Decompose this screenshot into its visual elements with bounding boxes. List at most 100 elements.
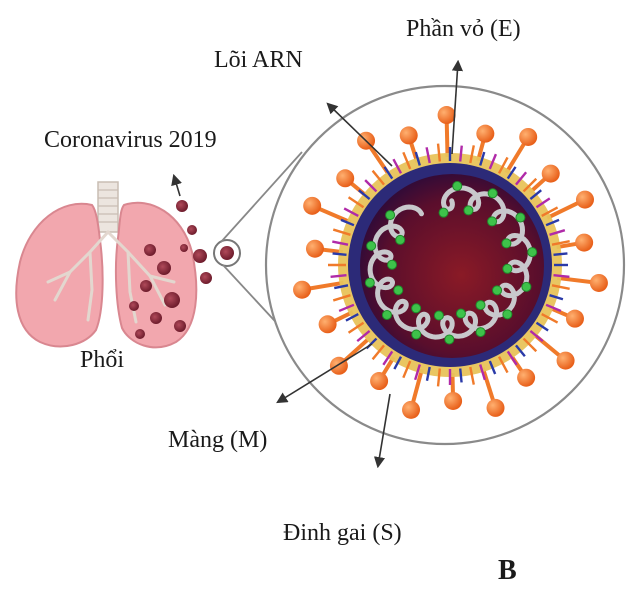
bronchi bbox=[46, 230, 176, 324]
envelope-tick bbox=[340, 218, 355, 227]
spike-head bbox=[399, 126, 418, 145]
spike-head bbox=[517, 368, 536, 387]
envelope-tick bbox=[414, 364, 421, 381]
envelope-tick bbox=[334, 284, 349, 290]
envelope-tick bbox=[515, 344, 526, 357]
membrane-pointer bbox=[276, 343, 373, 404]
envelope-tick bbox=[522, 337, 538, 353]
envelope-tick bbox=[541, 312, 559, 324]
spike-head bbox=[575, 190, 594, 209]
protein-dot bbox=[455, 308, 466, 319]
envelope-tick bbox=[371, 344, 385, 361]
label-lungs: Phổi bbox=[80, 347, 125, 373]
protein-dot bbox=[527, 247, 538, 258]
envelope-tick bbox=[345, 312, 359, 322]
envelope-tick bbox=[458, 145, 463, 162]
envelope-tick bbox=[551, 284, 570, 290]
magnified-particle bbox=[213, 239, 241, 267]
envelope-tick bbox=[488, 153, 498, 170]
spike-head bbox=[437, 106, 456, 125]
envelope-tick bbox=[332, 294, 351, 302]
envelope-pointer bbox=[451, 59, 464, 155]
envelope-tick bbox=[332, 240, 349, 246]
envelope-tick bbox=[458, 368, 463, 383]
envelope-tick bbox=[522, 177, 538, 193]
envelope-tick bbox=[436, 368, 442, 387]
envelope-tick bbox=[545, 303, 562, 313]
virus-pointer-arrow bbox=[171, 173, 182, 197]
lungs-illustration bbox=[15, 181, 198, 349]
protein-dot bbox=[395, 234, 406, 245]
nucleocapsid-proteins bbox=[364, 181, 538, 345]
envelope-tick bbox=[347, 196, 365, 209]
protein-dot bbox=[515, 212, 526, 223]
envelope-tick bbox=[553, 252, 568, 257]
envelope-tick bbox=[414, 151, 421, 166]
spike-head bbox=[519, 127, 538, 146]
envelope-tick bbox=[488, 360, 497, 375]
envelope-tick bbox=[343, 207, 359, 218]
envelope-tick bbox=[479, 364, 486, 381]
protein-dot bbox=[463, 205, 474, 216]
protein-dot bbox=[393, 285, 404, 296]
envelope-tick bbox=[402, 360, 412, 379]
spike-head bbox=[303, 196, 322, 215]
envelope-tick bbox=[553, 273, 570, 278]
protein-dot bbox=[487, 216, 498, 227]
envelope-tick bbox=[541, 206, 559, 218]
envelope-tick bbox=[535, 321, 549, 332]
protein-dot bbox=[381, 309, 392, 320]
envelope-tick bbox=[549, 229, 566, 236]
label-envelope: Phần vỏ (E) bbox=[406, 16, 521, 42]
envelope-tick bbox=[549, 294, 564, 301]
envelope-tick bbox=[506, 350, 518, 366]
protein-dot bbox=[411, 329, 422, 340]
envelope-tick bbox=[497, 356, 509, 374]
label-membrane: Màng (M) bbox=[168, 427, 268, 453]
rna-core-pointer bbox=[326, 102, 393, 167]
envelope-tick bbox=[535, 197, 551, 209]
protein-dot bbox=[366, 240, 377, 251]
lung-infection-spots bbox=[129, 244, 186, 339]
envelope-tick bbox=[371, 169, 385, 186]
envelope-tick bbox=[506, 166, 517, 180]
label-virus: Coronavirus 2019 bbox=[44, 127, 217, 153]
envelope-tick bbox=[425, 147, 431, 164]
spike-head bbox=[444, 391, 463, 410]
virus-particles bbox=[176, 200, 212, 284]
spike-head bbox=[556, 351, 575, 370]
envelope-tick bbox=[392, 158, 403, 174]
envelope-tick bbox=[545, 218, 560, 227]
envelope-tick bbox=[469, 145, 475, 164]
protein-dot bbox=[502, 309, 513, 320]
envelope-tick bbox=[402, 151, 412, 170]
envelope-tick bbox=[383, 166, 394, 180]
label-spike: Đinh gai (S) bbox=[283, 520, 402, 546]
protein-dot bbox=[475, 327, 486, 338]
envelope-tick bbox=[551, 240, 570, 246]
rna-strand bbox=[367, 185, 533, 340]
protein-dot bbox=[521, 281, 532, 292]
envelope-tick bbox=[529, 189, 542, 200]
envelope-tick bbox=[347, 321, 365, 334]
right-lung bbox=[114, 201, 198, 349]
spike-head bbox=[370, 372, 389, 391]
spike-head bbox=[329, 356, 348, 375]
panel-letter: B bbox=[498, 555, 517, 586]
spike-head bbox=[541, 164, 560, 183]
spike-head bbox=[575, 233, 594, 252]
envelope-tick bbox=[332, 252, 347, 257]
spike-head bbox=[305, 239, 324, 258]
envelope-tick bbox=[515, 171, 528, 186]
envelope-tick bbox=[330, 273, 347, 278]
protein-dot bbox=[387, 259, 398, 270]
virus-detail bbox=[293, 106, 608, 419]
envelope-tick bbox=[364, 179, 378, 193]
protein-dot bbox=[444, 334, 455, 345]
protein-dot bbox=[501, 238, 512, 249]
envelope-tick bbox=[338, 303, 355, 313]
envelope-tick bbox=[436, 143, 442, 162]
protein-dot bbox=[364, 277, 375, 288]
protein-dot bbox=[475, 300, 486, 311]
